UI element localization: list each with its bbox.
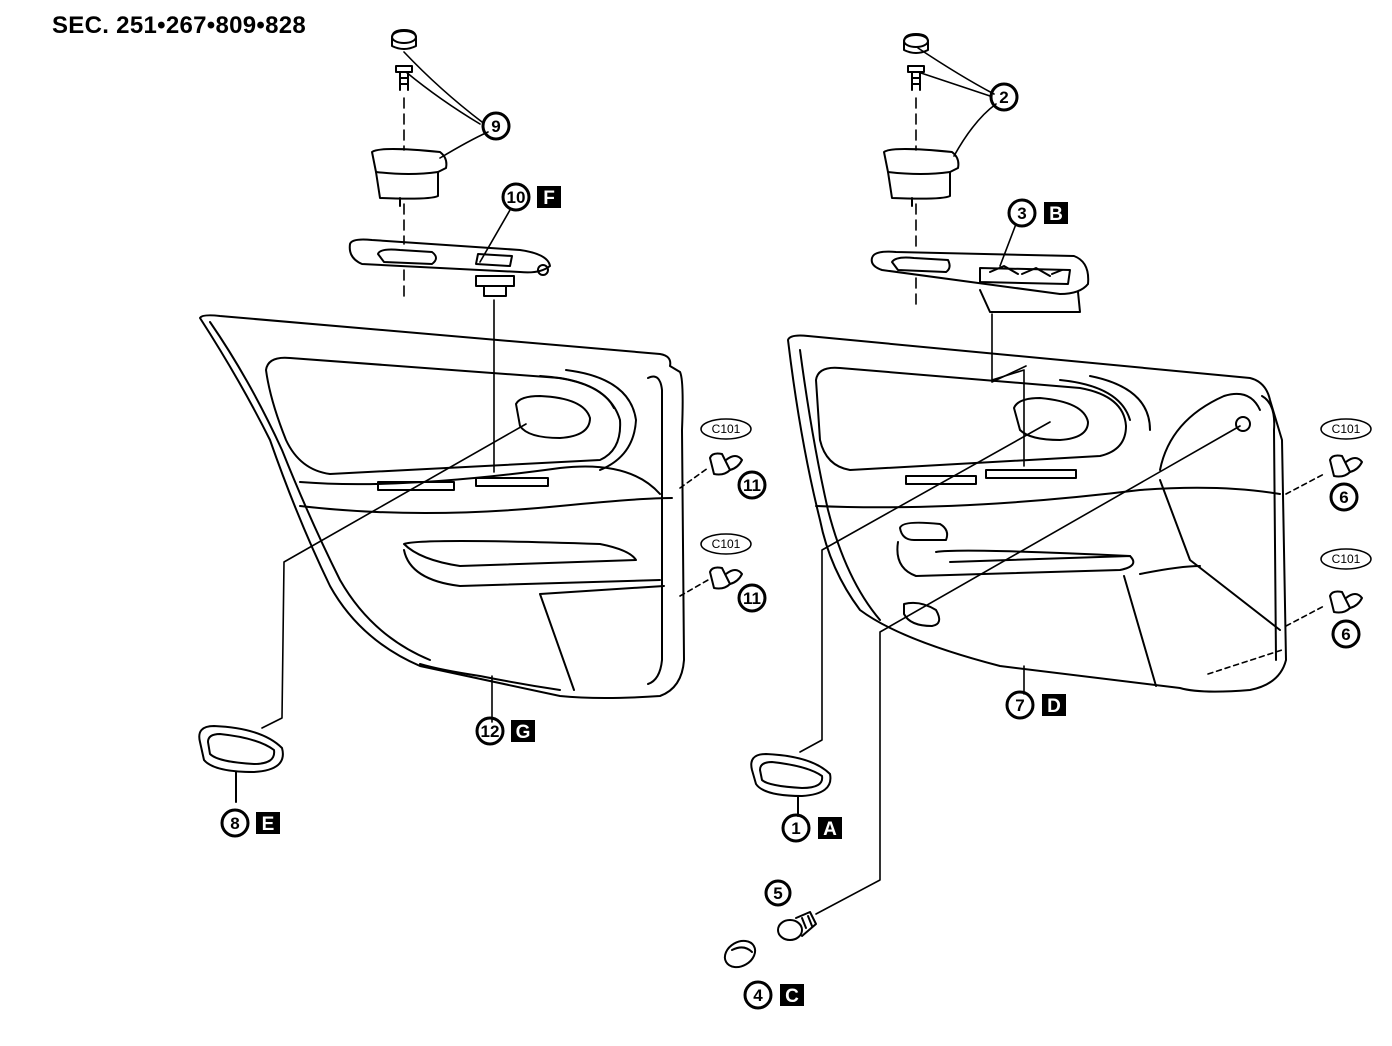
callout-5: 5 [764,879,792,907]
right-screw [777,911,817,941]
svg-text:D: D [1047,696,1061,717]
left-inside-handle-escutcheon [198,725,284,803]
connector-tag-left-upper: C101 [700,418,752,440]
right-finisher-switch-panel [870,250,1090,313]
letter-badge-e [256,812,280,834]
svg-text:6: 6 [1339,488,1348,507]
svg-text:8: 8 [230,814,239,833]
right-screw-cap [723,939,757,969]
svg-text:C101: C101 [1332,552,1361,566]
right-clips [1329,454,1363,614]
left-finisher-panel [348,238,551,297]
svg-text:4: 4 [753,986,763,1005]
callout-11-upper: 11 [737,470,767,500]
callout-8-e: 8 E [220,808,280,838]
svg-text:A: A [823,819,837,840]
svg-text:6: 6 [1341,625,1350,644]
letter-badge-a [818,817,842,839]
right-guide-lines [799,47,1325,915]
svg-text:3: 3 [1017,204,1026,223]
svg-text:B: B [1049,204,1063,225]
section-title: SEC. 251•267•809•828 [52,12,307,39]
callout-4-c: 4 C [743,980,804,1010]
svg-text:11: 11 [743,589,761,608]
right-door-assembly [723,33,1363,969]
callout-10-f: 10 F [501,182,561,212]
left-guide-lines [261,51,709,729]
right-inside-handle-escutcheon [750,753,832,817]
left-clips [709,452,743,590]
letter-badge-f [537,186,561,208]
svg-text:7: 7 [1015,696,1024,715]
svg-text:5: 5 [773,884,782,903]
svg-text:F: F [543,188,555,209]
svg-text:10: 10 [507,188,526,207]
letter-badge-c [780,984,804,1006]
left-pull-handle-cup [371,148,448,207]
callout-3-b: 3 B [1007,198,1068,228]
letter-badge-d [1042,694,1066,716]
callout-6-upper: 6 [1329,482,1359,512]
svg-text:12: 12 [481,722,500,741]
svg-text:C: C [785,986,799,1007]
svg-text:1: 1 [791,819,800,838]
svg-text:G: G [516,722,531,743]
connector-tag-right-upper: C101 [1320,418,1372,440]
right-door-trim-panel [787,334,1287,693]
letter-badge-b [1044,202,1068,224]
right-cap-screw [903,33,929,91]
connector-tag-left-lower: C101 [700,533,752,555]
callout-2: 2 [989,82,1019,112]
connector-tag-right-lower: C101 [1320,548,1372,570]
callout-1-a: 1 A [781,813,842,843]
svg-text:C101: C101 [1332,422,1361,436]
svg-text:11: 11 [743,476,761,495]
left-cap-screw [391,29,417,91]
left-door-assembly [198,29,743,803]
svg-text:9: 9 [491,117,500,136]
svg-text:C101: C101 [712,422,741,436]
callout-9: 9 [481,111,511,141]
right-pull-handle-cup [883,148,960,207]
svg-text:C101: C101 [712,537,741,551]
svg-text:2: 2 [999,88,1008,107]
callout-12-g: 12 G [475,716,535,746]
callout-6-lower: 6 [1331,619,1361,649]
callout-7-d: 7 D [1005,690,1066,720]
letter-badge-g [511,720,535,742]
left-door-trim-panel [199,314,685,699]
callout-11-lower: 11 [737,583,767,613]
svg-text:E: E [262,814,275,835]
